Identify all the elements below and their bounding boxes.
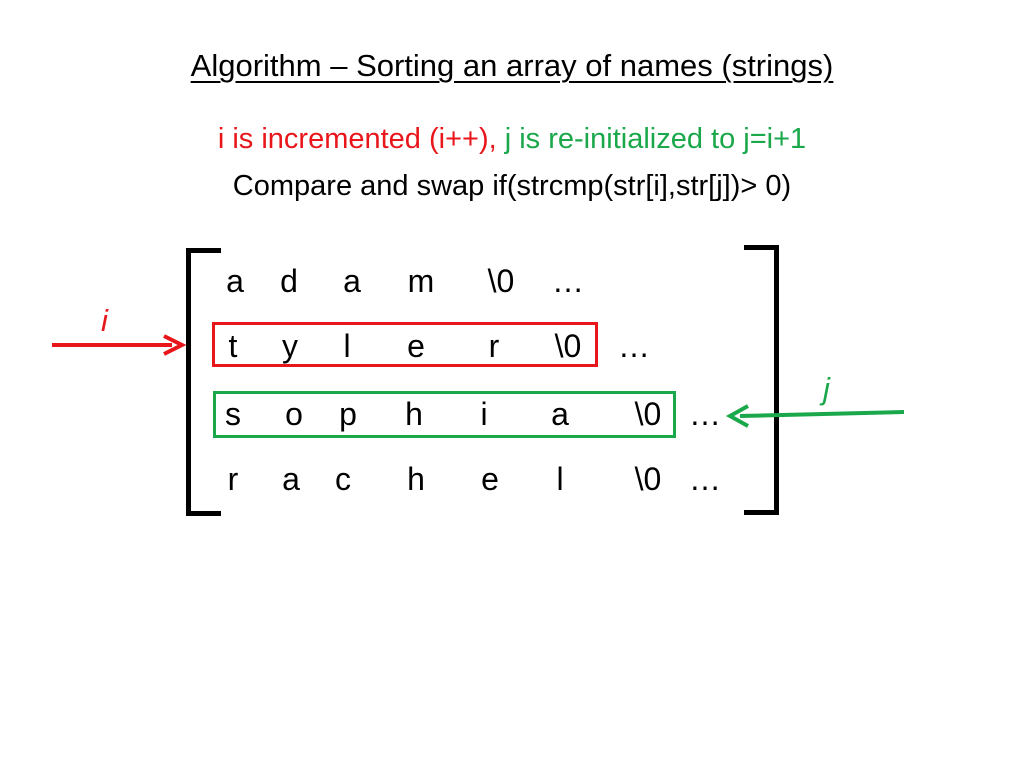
matrix-left-bracket — [186, 248, 221, 516]
compare-swap-text: Compare and swap if(strcmp(str[i],str[j]… — [232, 170, 792, 202]
array-char-r2-c3: h — [405, 396, 423, 432]
j-pointer-arrow-icon — [725, 404, 905, 428]
array-char-r2-c4: i — [480, 396, 488, 432]
array-char-r2-c2: p — [339, 396, 357, 432]
array-char-r1-c3: e — [407, 328, 425, 364]
array-char-r3-c5: l — [556, 461, 564, 497]
array-char-r3-c1: a — [282, 461, 300, 497]
array-char-r1-c0: t — [228, 328, 238, 364]
i-row-highlight — [212, 322, 598, 367]
array-char-r1-c5: \0 — [554, 328, 582, 364]
array-char-r3-c7: … — [689, 461, 721, 497]
array-char-r3-c6: \0 — [634, 461, 662, 497]
array-char-r0-c5: … — [552, 263, 584, 299]
array-char-r2-c1: o — [285, 396, 303, 432]
matrix-right-bracket — [744, 245, 779, 515]
j-pointer-label: j — [823, 371, 830, 406]
slide-title: Algorithm – Sorting an array of names (s… — [190, 48, 834, 83]
array-char-r0-c0: a — [226, 263, 244, 299]
array-char-r3-c4: e — [481, 461, 499, 497]
array-char-r1-c6: … — [618, 328, 650, 364]
array-char-r1-c4: r — [488, 328, 500, 364]
array-char-r0-c3: m — [407, 263, 435, 299]
array-char-r0-c1: d — [280, 263, 298, 299]
j-reinit-text: j is re-initialized to j=i+1 — [504, 123, 807, 155]
i-increment-text: i is incremented (i++), — [217, 123, 497, 155]
array-char-r2-c6: \0 — [634, 396, 662, 432]
subtitle-line-1: i is incremented (i++), j is re-initiali… — [0, 123, 1024, 156]
array-char-r2-c5: a — [551, 396, 569, 432]
array-char-r2-c0: s — [225, 396, 241, 432]
array-char-r3-c0: r — [227, 461, 239, 497]
array-char-r3-c2: c — [335, 461, 351, 497]
array-char-r1-c1: y — [282, 328, 298, 364]
array-char-r1-c2: l — [343, 328, 351, 364]
array-char-r0-c2: a — [343, 263, 361, 299]
j-row-highlight — [213, 391, 676, 438]
i-pointer-arrow-icon — [52, 334, 187, 356]
array-char-r3-c3: h — [407, 461, 425, 497]
array-char-r0-c4: \0 — [487, 263, 515, 299]
array-char-r2-c7: … — [689, 396, 721, 432]
i-pointer-label: i — [101, 303, 108, 338]
